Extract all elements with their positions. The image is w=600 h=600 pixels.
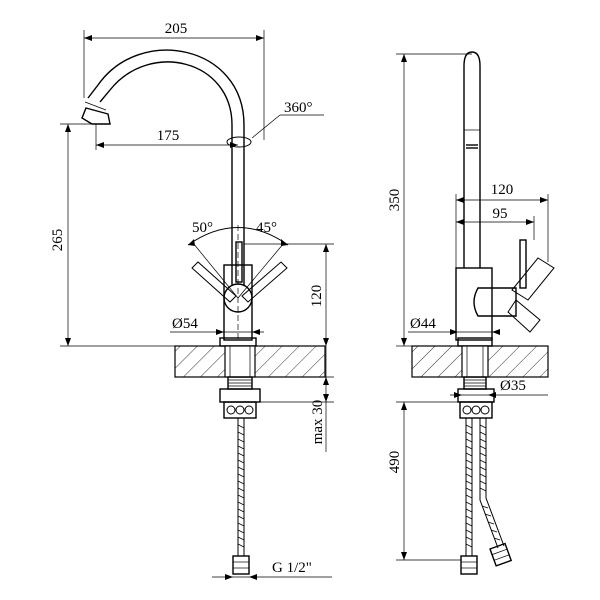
front-view: 205 175 360° 265 50° 45° 120 Ø54 bbox=[50, 21, 334, 580]
side-lever-joint bbox=[473, 287, 517, 317]
side-body bbox=[455, 267, 493, 341]
dim-body-height: 120 bbox=[309, 285, 325, 308]
front-spout bbox=[99, 61, 233, 142]
front-hose bbox=[237, 418, 245, 556]
dim-angle-left: 50° bbox=[192, 220, 213, 236]
side-nut bbox=[457, 388, 495, 403]
side-view: 350 120 95 Ø44 Ø35 490 bbox=[387, 51, 555, 575]
dim-thread: G 1/2" bbox=[272, 560, 312, 576]
dim-spout-reach: 175 bbox=[157, 128, 180, 144]
front-lever-handle bbox=[235, 241, 243, 283]
side-hose-right bbox=[479, 418, 505, 549]
front-spout-tip bbox=[81, 107, 111, 125]
dim-shank-diameter: Ø35 bbox=[500, 378, 526, 394]
front-hose-fitting bbox=[232, 555, 250, 575]
side-hose-block bbox=[459, 401, 493, 419]
side-hose-left bbox=[465, 418, 473, 556]
dim-total-height: 265 bbox=[50, 229, 66, 252]
dim-angle-right: 45° bbox=[256, 220, 277, 236]
angle-arc bbox=[187, 227, 289, 246]
dim-side-handle: 95 bbox=[493, 206, 508, 222]
swivel-ring bbox=[226, 136, 252, 148]
dim-max-counter: max 30 bbox=[310, 400, 326, 445]
side-base-flange bbox=[457, 337, 493, 347]
dim-hose-length: 490 bbox=[387, 451, 403, 474]
dim-front-width: 205 bbox=[165, 21, 188, 37]
side-lever-tilted bbox=[511, 257, 555, 301]
front-base-flange bbox=[219, 337, 257, 347]
dim-rotation: 360° bbox=[284, 100, 313, 116]
front-lever-right bbox=[241, 261, 288, 303]
front-shank bbox=[224, 345, 256, 378]
front-spout-inner bbox=[87, 49, 245, 142]
side-spout bbox=[463, 51, 481, 268]
side-fitting-right bbox=[489, 542, 513, 567]
dim-side-width: 120 bbox=[491, 182, 514, 198]
front-nut bbox=[219, 388, 261, 403]
front-lever-left bbox=[191, 261, 237, 303]
front-hose-block bbox=[223, 401, 257, 419]
side-lever bbox=[519, 239, 527, 289]
dim-base-diameter-side: Ø44 bbox=[410, 316, 436, 332]
side-fitting-left bbox=[460, 555, 478, 575]
dim-side-height: 350 bbox=[387, 189, 403, 212]
dim-base-diameter-front: Ø54 bbox=[172, 316, 198, 332]
